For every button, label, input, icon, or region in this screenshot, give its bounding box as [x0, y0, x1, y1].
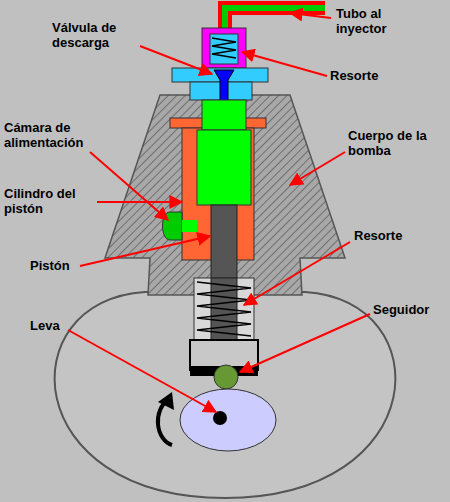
- valve-spring: [212, 38, 236, 58]
- return-spring: [197, 282, 251, 336]
- part-label: Cuerpo de la bomba: [348, 128, 443, 158]
- follower-roller: [214, 365, 238, 389]
- part-label: Válvula de descarga: [52, 20, 147, 50]
- feed-port: [182, 220, 197, 232]
- leader-line: [244, 242, 350, 305]
- part-label: Leva: [30, 318, 80, 333]
- part-label: Resorte: [354, 228, 444, 243]
- leader-line: [290, 152, 345, 185]
- cam-shaft: [213, 411, 227, 425]
- part-label: Pistón: [30, 258, 90, 273]
- valve-seat: [202, 100, 246, 130]
- part-label: Resorte: [330, 68, 420, 83]
- leader-line: [68, 330, 216, 412]
- leader-line: [290, 13, 331, 18]
- leader-line: [240, 314, 370, 372]
- part-label: Cámara de alimentación: [4, 120, 104, 150]
- pressure-chamber: [197, 130, 251, 205]
- cam: [180, 389, 276, 451]
- delivery-valve: [214, 70, 234, 102]
- leader-lines: [68, 13, 370, 412]
- valve-chamber: [210, 34, 238, 64]
- leader-line: [80, 236, 210, 266]
- leader-line: [140, 46, 212, 74]
- rotation-arrowhead: [158, 392, 174, 410]
- leader-line: [97, 201, 182, 203]
- feed-chamber: [163, 212, 183, 240]
- valve-holder: [202, 28, 246, 68]
- leader-line: [90, 152, 168, 220]
- part-label: Seguidor: [373, 302, 447, 317]
- part-label: Tubo al inyector: [336, 6, 426, 36]
- piston-stem: [211, 278, 237, 348]
- leader-line: [242, 52, 327, 76]
- part-label: Cilindro del pistón: [4, 186, 96, 216]
